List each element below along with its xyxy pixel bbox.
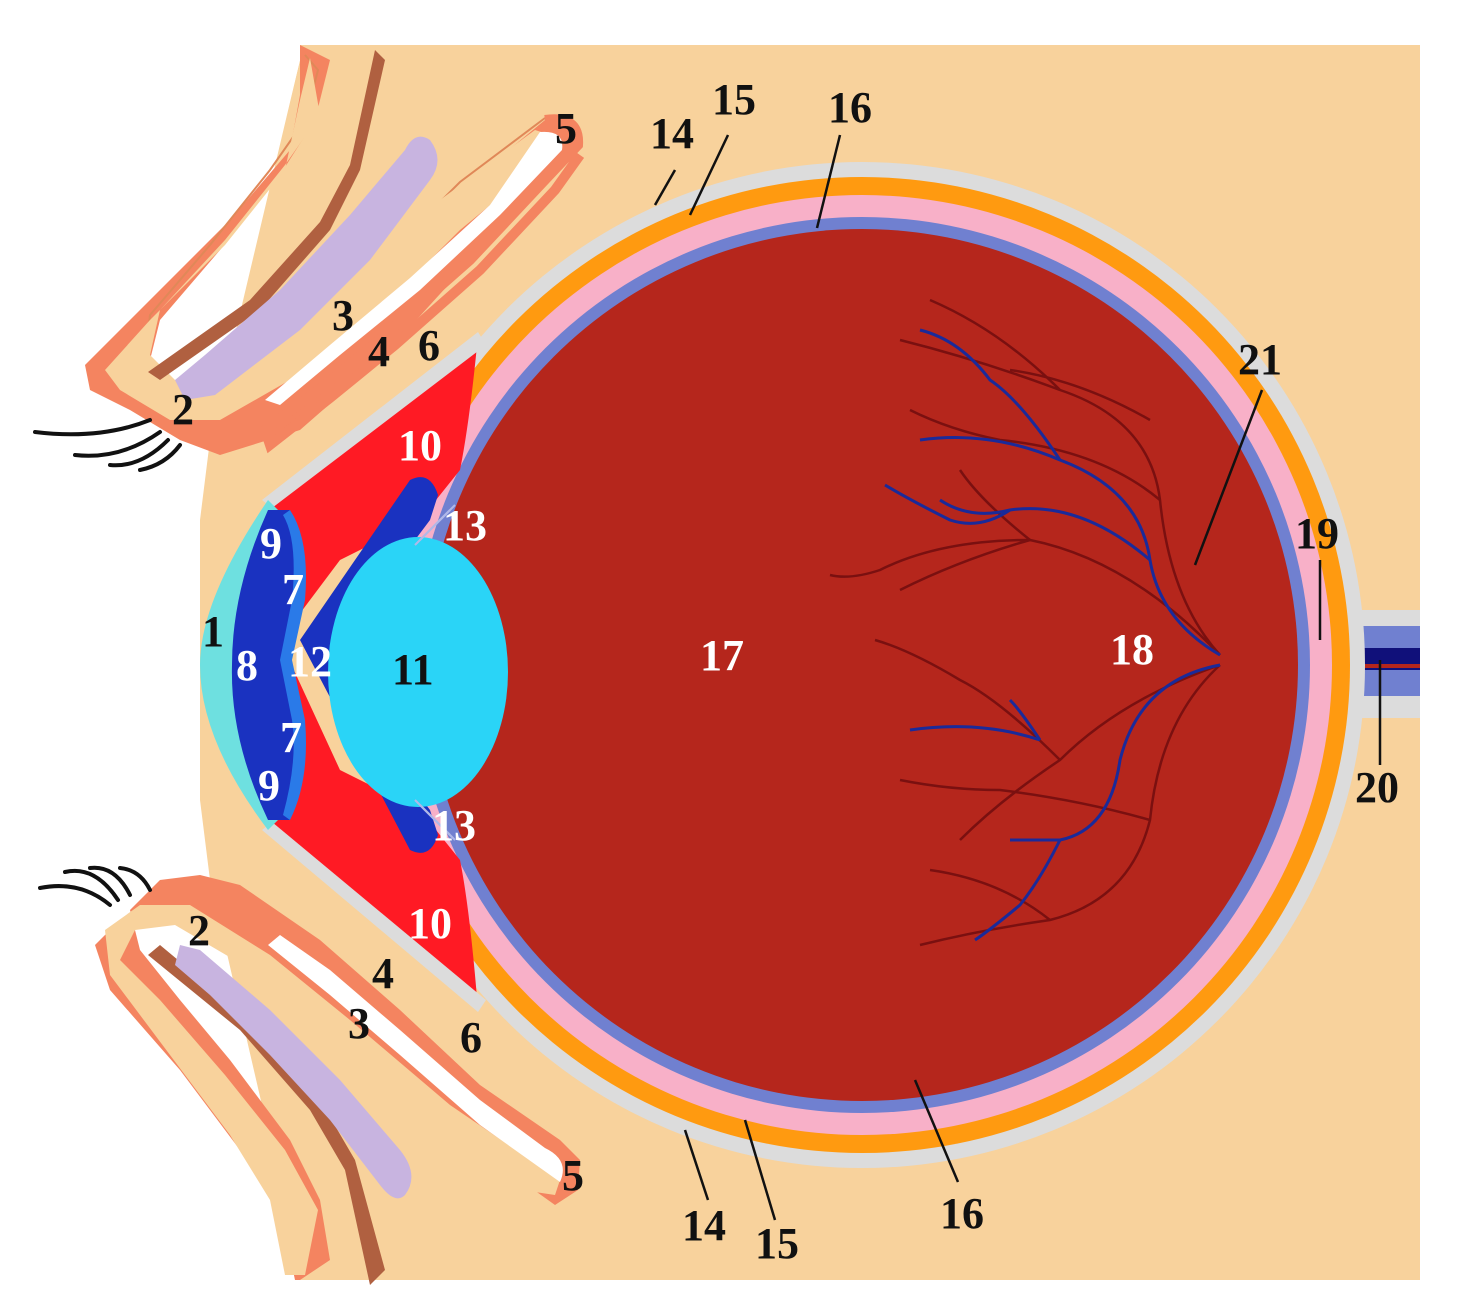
leader-16-top [815, 134, 842, 229]
sclera-front-edge [262, 332, 486, 508]
label-4-top: 4 [368, 327, 390, 376]
label-3-top: 3 [332, 291, 354, 340]
lower-eyelid [95, 875, 580, 1285]
label-15-bottom: 15 [755, 1219, 799, 1268]
ciliary-body [300, 477, 438, 853]
leader-14-top [653, 169, 677, 206]
label-6-bottom: 6 [460, 1013, 482, 1062]
label-15-top: 15 [712, 75, 756, 124]
label-5-top: 5 [555, 104, 577, 153]
label-7-top: 7 [282, 565, 304, 614]
label-20: 20 [1355, 763, 1399, 812]
upper-eyelid [85, 45, 585, 455]
label-21: 21 [1238, 335, 1282, 384]
label-11: 11 [392, 645, 434, 694]
label-4-bottom: 4 [372, 949, 394, 998]
label-7-bottom: 7 [280, 713, 302, 762]
label-14-top: 14 [650, 109, 694, 158]
upper-eyelid-gland [175, 136, 438, 400]
upper-lid-inner-white [265, 131, 563, 405]
lower-eyelashes [38, 865, 152, 907]
vitreous-body [426, 229, 1298, 1101]
label-12: 12 [288, 637, 332, 686]
label-8: 8 [236, 641, 258, 690]
iris-front [231, 510, 297, 820]
label-17: 17 [700, 631, 744, 680]
leader-15-bottom [743, 1119, 777, 1221]
label-10-bottom: 10 [408, 899, 452, 948]
label-3-bottom: 3 [348, 999, 370, 1048]
label-14-bottom: 14 [682, 1201, 726, 1250]
label-9-bottom: 9 [258, 761, 280, 810]
label-9-top: 9 [260, 519, 282, 568]
upper-eyelashes [33, 418, 182, 472]
leader-lines [653, 134, 1382, 1221]
retinal-vessels-blue [884, 328, 1221, 942]
label-1: 1 [202, 607, 224, 656]
label-13-bottom: 13 [432, 801, 476, 850]
label-19: 19 [1295, 509, 1339, 558]
sclera-front-edge-lower [262, 822, 486, 1012]
label-16-top: 16 [828, 83, 872, 132]
leader-15-top [688, 134, 730, 216]
label-10-top: 10 [398, 421, 442, 470]
label-18: 18 [1110, 625, 1154, 674]
upper-conjunctiva [259, 114, 585, 454]
label-2-top: 2 [172, 385, 194, 434]
label-16-bottom: 16 [940, 1189, 984, 1238]
label-2-bottom: 2 [188, 906, 210, 955]
label-5-bottom: 5 [562, 1151, 584, 1200]
iris-edge [280, 510, 306, 820]
label-6-top: 6 [418, 321, 440, 370]
label-13-top: 13 [443, 501, 487, 550]
zonular-fibres [414, 504, 456, 841]
leader-21 [1193, 389, 1264, 566]
leader-14-bottom [683, 1129, 710, 1201]
leader-16-bottom [913, 1079, 960, 1183]
lower-lid-inner-white [268, 935, 563, 1182]
lens [328, 537, 508, 807]
lower-eyelid-gland [175, 945, 412, 1199]
